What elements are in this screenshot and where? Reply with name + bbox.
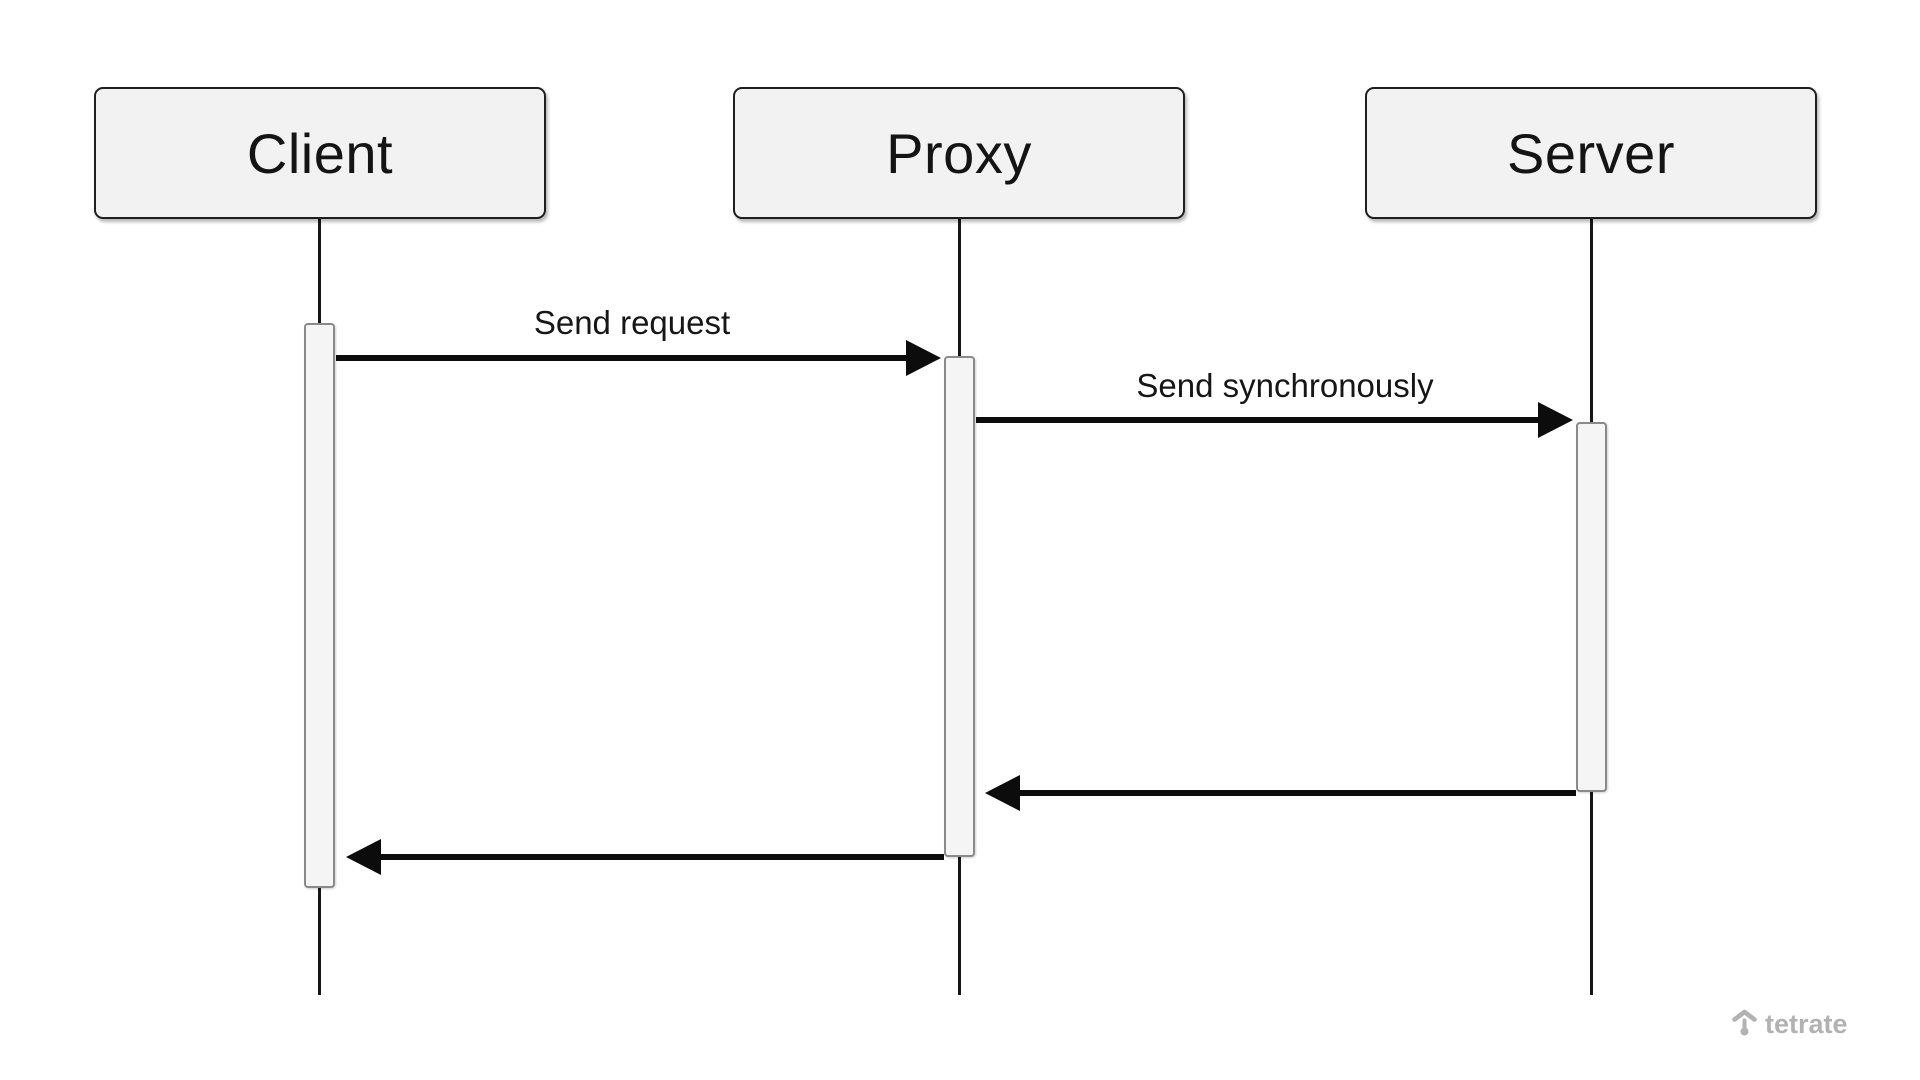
message-arrow-client-to-proxy: [336, 355, 908, 361]
participant-proxy: Proxy: [733, 87, 1185, 219]
message-label-send-synchronously: Send synchronously: [1136, 367, 1434, 404]
message-arrow-proxy-to-client: [379, 854, 944, 860]
tetrate-logo: tetrate: [1731, 1008, 1848, 1039]
message-label-send-request: Send request: [533, 304, 731, 341]
activation-bar-proxy: [944, 356, 975, 857]
participant-server-label: Server: [1507, 121, 1675, 185]
arrowhead-left-icon: [346, 839, 381, 875]
participant-client: Client: [94, 87, 546, 219]
tetrate-arrow-icon: [1732, 1009, 1757, 1036]
message-arrow-server-to-proxy: [1018, 790, 1576, 796]
participant-client-label: Client: [246, 121, 394, 185]
participant-server: Server: [1365, 87, 1817, 219]
tetrate-logo-text: tetrate: [1765, 1008, 1848, 1039]
participant-proxy-label: Proxy: [886, 121, 1032, 185]
arrowhead-right-icon: [1538, 402, 1573, 438]
message-arrow-proxy-to-server: [976, 417, 1540, 423]
activation-bar-server: [1576, 422, 1607, 792]
arrowhead-right-icon: [906, 340, 941, 376]
activation-bar-client: [304, 323, 335, 888]
arrowhead-left-icon: [985, 775, 1020, 811]
